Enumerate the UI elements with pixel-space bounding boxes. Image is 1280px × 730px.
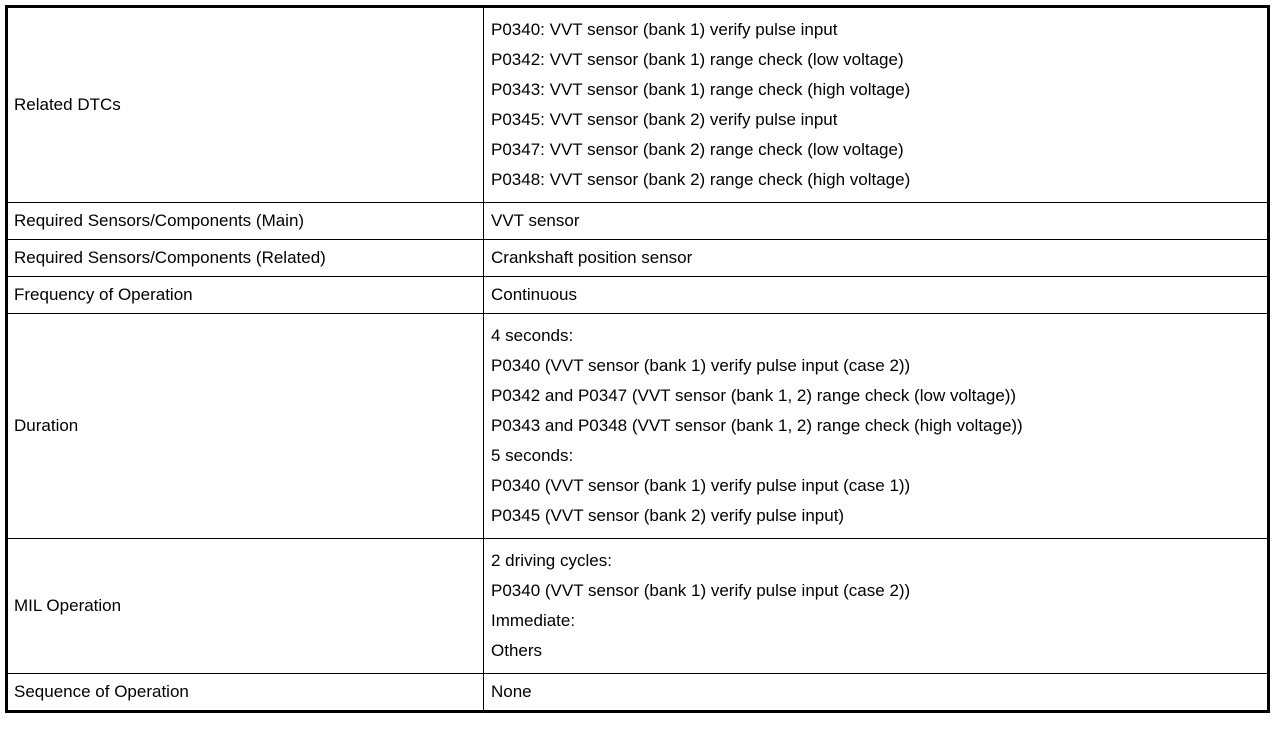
row-value-line: P0340 (VVT sensor (bank 1) verify pulse … [491, 356, 911, 375]
row-value-lines: None [491, 675, 1267, 709]
row-label-required-sensors-related: Required Sensors/Components (Related) [6, 239, 484, 277]
row-value-line: Immediate: [491, 611, 576, 630]
row-value-line: P0340 (VVT sensor (bank 1) verify pulse … [491, 581, 911, 600]
row-value-line: Crankshaft position sensor [491, 248, 693, 267]
table-row: Required Sensors/Components (Related) Cra… [6, 239, 1269, 277]
row-label-text: Required Sensors/Components (Main) [14, 211, 305, 230]
row-value-line: P0345 (VVT sensor (bank 2) verify pulse … [491, 506, 845, 525]
row-value-line: 2 driving cycles: [491, 551, 612, 570]
table-row: MIL Operation 2 driving cycles: P0340 (VVT… [6, 538, 1269, 674]
row-value-line: P0348: VVT sensor (bank 2) range check (… [491, 170, 911, 189]
row-value-related-dtcs: P0340: VVT sensor (bank 1) verify pulse … [483, 6, 1269, 203]
row-value-lines: Continuous [491, 278, 1267, 312]
table-row: Required Sensors/Components (Main) VVT se… [6, 202, 1269, 240]
row-label-mil-operation: MIL Operation [6, 538, 484, 674]
row-value-required-sensors-main: VVT sensor [483, 202, 1269, 240]
row-label-sequence-of-operation: Sequence of Operation [6, 673, 484, 712]
row-value-required-sensors-related: Crankshaft position sensor [483, 239, 1269, 277]
row-value-frequency-of-operation: Continuous [483, 276, 1269, 314]
row-label-text: Related DTCs [14, 95, 121, 114]
row-value-line: None [491, 682, 532, 701]
spec-table-body: Related DTCs P0340: VVT sensor (bank 1) v… [6, 6, 1269, 712]
table-row: Duration 4 seconds: P0340 (VVT sensor (ban… [6, 313, 1269, 539]
table-row: Sequence of Operation None [6, 673, 1269, 712]
row-value-line: P0342 and P0347 (VVT sensor (bank 1, 2) … [491, 386, 1017, 405]
row-value-line: Continuous [491, 285, 578, 304]
row-value-line: P0343: VVT sensor (bank 1) range check (… [491, 80, 911, 99]
row-label-text: Frequency of Operation [14, 285, 193, 304]
row-label-frequency-of-operation: Frequency of Operation [6, 276, 484, 314]
diagnostic-spec-table: Related DTCs P0340: VVT sensor (bank 1) v… [5, 5, 1270, 713]
row-value-lines: P0340: VVT sensor (bank 1) verify pulse … [491, 15, 1267, 195]
row-label-related-dtcs: Related DTCs [6, 6, 484, 203]
row-value-line: 5 seconds: [491, 446, 574, 465]
row-value-line: P0340: VVT sensor (bank 1) verify pulse … [491, 20, 838, 39]
row-value-lines: 4 seconds: P0340 (VVT sensor (bank 1) ver… [491, 321, 1267, 531]
row-value-line: P0345: VVT sensor (bank 2) verify pulse … [491, 110, 838, 129]
row-label-text: Required Sensors/Components (Related) [14, 248, 326, 267]
row-value-line: VVT sensor [491, 211, 580, 230]
row-value-line: P0343 and P0348 (VVT sensor (bank 1, 2) … [491, 416, 1023, 435]
row-value-line: 4 seconds: [491, 326, 574, 345]
row-value-mil-operation: 2 driving cycles: P0340 (VVT sensor (bank… [483, 538, 1269, 674]
row-label-required-sensors-main: Required Sensors/Components (Main) [6, 202, 484, 240]
row-value-lines: Crankshaft position sensor [491, 241, 1267, 275]
row-value-lines: 2 driving cycles: P0340 (VVT sensor (bank… [491, 546, 1267, 666]
row-label-duration: Duration [6, 313, 484, 539]
row-value-line: P0347: VVT sensor (bank 2) range check (… [491, 140, 904, 159]
row-label-text: MIL Operation [14, 596, 122, 615]
row-value-line: P0342: VVT sensor (bank 1) range check (… [491, 50, 904, 69]
row-value-sequence-of-operation: None [483, 673, 1269, 712]
table-row: Related DTCs P0340: VVT sensor (bank 1) v… [6, 6, 1269, 203]
row-label-text: Duration [14, 416, 79, 435]
row-value-line: P0340 (VVT sensor (bank 1) verify pulse … [491, 476, 911, 495]
row-value-line: Others [491, 641, 543, 660]
row-label-text: Sequence of Operation [14, 682, 189, 701]
row-value-duration: 4 seconds: P0340 (VVT sensor (bank 1) ver… [483, 313, 1269, 539]
row-value-lines: VVT sensor [491, 204, 1267, 238]
table-row: Frequency of Operation Continuous [6, 276, 1269, 314]
